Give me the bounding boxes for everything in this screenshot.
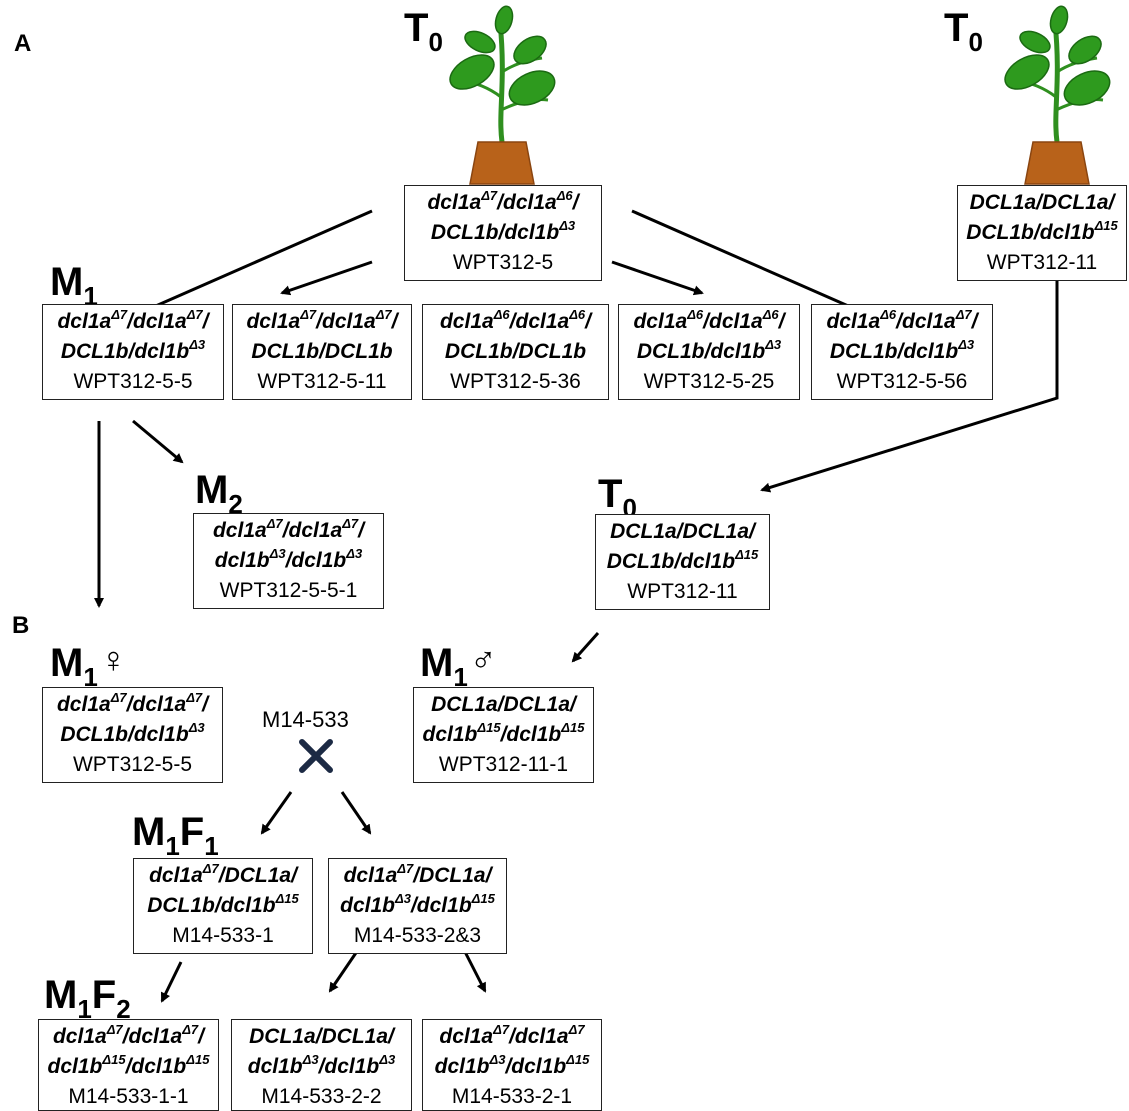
genotype-box-t0-main: dcl1aΔ7/dcl1aΔ6/ DCL1b/dcl1bΔ3 WPT312-5 [404,185,602,281]
arrow-t0-to-m1-5-11 [280,260,373,296]
genotype-box-f1-2-3: dcl1aΔ7/DCL1a/ dcl1bΔ3/dcl1bΔ15 M14-533-… [328,858,507,954]
gen-label-m1: M1 [50,260,98,311]
gen-label-m1f2: M1F2 [44,973,131,1024]
genotype-box-t0-right: DCL1a/DCL1a/ DCL1b/dcl1bΔ15 WPT312-11 [957,185,1127,281]
genotype-box-m2-5-5-1: dcl1aΔ7/dcl1aΔ7/ dcl1bΔ3/dcl1bΔ3 WPT312-… [193,513,384,609]
arrow-f1-1-to-f2-1-1 [160,961,183,1003]
arrow-m1-to-m2 [132,419,184,464]
plant-icon [449,5,556,185]
arrow-t0-right-to-t0-mid [760,281,1059,493]
gen-label-m1-male: M1♂ [420,639,497,692]
gen-label-m2: M2 [195,468,243,519]
arrow-t0-to-m1-5-56 [631,209,864,314]
cross-icon [299,739,333,773]
arrow-t0-to-m1-5-25 [611,260,704,296]
arrow-cross-to-f1-23 [340,791,372,835]
cross-label: M14-533 [262,707,349,732]
arrow-t0-mid-to-male [571,632,600,663]
genotype-box-m1-5-56: dcl1aΔ6/dcl1aΔ7/ DCL1b/dcl1bΔ3 WPT312-5-… [811,304,993,400]
genotype-box-f2-2-2: DCL1a/DCL1a/ dcl1bΔ3/dcl1bΔ3 M14-533-2-2 [231,1019,412,1111]
genotype-box-f2-1-1: dcl1aΔ7/dcl1aΔ7/ dcl1bΔ15/dcl1bΔ15 M14-5… [38,1019,219,1111]
panel-letter-a: A [14,30,32,57]
genotype-box-female-parent: dcl1aΔ7/dcl1aΔ7/ DCL1b/dcl1bΔ3 WPT312-5-… [42,687,223,783]
genotype-box-m1-5-11: dcl1aΔ7/dcl1aΔ7/ DCL1b/DCL1b WPT312-5-11 [232,304,412,400]
male-symbol-icon: ♂ [469,639,497,680]
genotype-box-t0-mid: DCL1a/DCL1a/ DCL1b/dcl1bΔ15 WPT312-11 [595,514,770,610]
genotype-box-f1-1: dcl1aΔ7/DCL1a/ DCL1b/dcl1bΔ15 M14-533-1 [133,858,313,954]
gen-label-t0-main: T0 [404,6,443,57]
female-symbol-icon: ♀ [99,639,127,680]
gen-label-m1f1: M1F1 [132,810,219,861]
genotype-box-m1-5-36: dcl1aΔ6/dcl1aΔ6/ DCL1b/DCL1b WPT312-5-36 [422,304,609,400]
gen-label-m1-female: M1♀ [50,639,127,692]
panel-letter-b: B [12,612,30,639]
arrow-t0-to-m1-5-5 [140,209,373,314]
gen-label-t0-mid: T0 [598,472,637,523]
genotype-box-male-parent: DCL1a/DCL1a/ dcl1bΔ15/dcl1bΔ15 WPT312-11… [413,687,594,783]
gen-label-t0-right: T0 [944,6,983,57]
genotype-box-m1-5-25: dcl1aΔ6/dcl1aΔ6/ DCL1b/dcl1bΔ3 WPT312-5-… [618,304,800,400]
genotype-box-m1-5-5: dcl1aΔ7/dcl1aΔ7/ DCL1b/dcl1bΔ3 WPT312-5-… [42,304,224,400]
arrow-cross-to-f1-1 [260,791,293,835]
genotype-box-f2-2-1: dcl1aΔ7/dcl1aΔ7 dcl1bΔ3/dcl1bΔ15 M14-533… [422,1019,602,1111]
plant-icon [1004,5,1111,185]
